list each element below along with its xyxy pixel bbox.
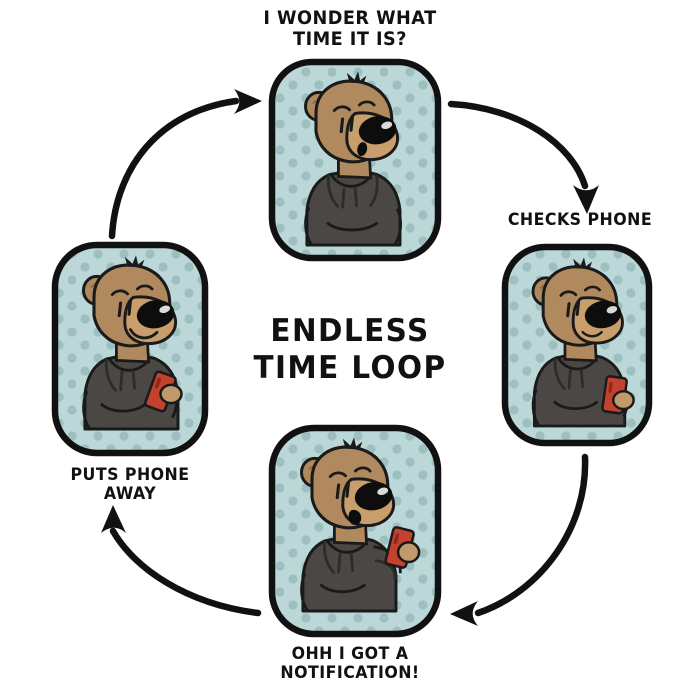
caption-top: I WONDER WHAT TIME IT IS? bbox=[263, 7, 437, 51]
panel-left-border bbox=[51, 241, 209, 457]
arrow-bottom-to-left bbox=[101, 505, 262, 617]
caption-bottom: OHH I GOT A NOTIFICATION! bbox=[280, 644, 420, 684]
panel-right-border bbox=[501, 243, 653, 447]
panel-bottom bbox=[268, 424, 442, 638]
panel-right bbox=[501, 243, 653, 447]
caption-right: CHECKS PHONE bbox=[507, 210, 653, 230]
arrow-right-to-bottom bbox=[450, 453, 589, 626]
arrow-left-to-top bbox=[108, 89, 262, 240]
panel-bottom-border bbox=[268, 424, 442, 638]
caption-left: PUTS PHONE AWAY bbox=[70, 465, 190, 505]
panel-top bbox=[268, 58, 442, 262]
panel-top-border bbox=[268, 58, 442, 262]
comic-title: ENDLESS TIME LOOP bbox=[253, 313, 447, 386]
panel-left bbox=[51, 241, 209, 457]
arrow-top-to-right bbox=[447, 100, 599, 214]
